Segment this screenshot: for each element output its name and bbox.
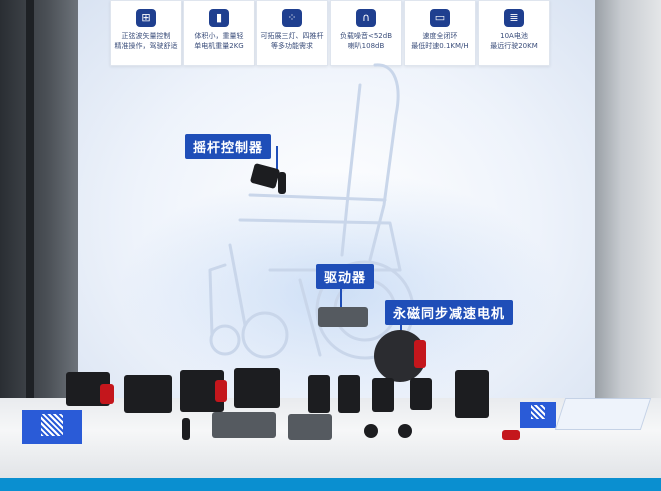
- product-motor-brake: [100, 384, 114, 404]
- gamepad-icon: ⊞: [136, 9, 156, 27]
- callout-line: [276, 146, 278, 176]
- table-edge: [0, 478, 661, 491]
- product-placard: [520, 402, 556, 428]
- feature-card-expand: ⁘ 可拓展三灯、四推杆 等多功能需求: [256, 0, 328, 66]
- driver-unit: [318, 307, 368, 327]
- expand-icon: ⁘: [282, 9, 302, 27]
- product-connector: [398, 424, 412, 438]
- lit-backdrop: ⊞ 正弦波矢量控制 精准操作，驾驶舒适 ▮ 体积小，重量轻 单电机重量2KG ⁘…: [78, 0, 595, 400]
- qr-code-icon: [531, 405, 545, 419]
- feature-card-speed: ▭ 速度全闭环 最低时速0.1KM/H: [404, 0, 476, 66]
- feature-card-battery: ≣ 10A电池 最远行驶20KM: [478, 0, 550, 66]
- product-key: [182, 418, 190, 440]
- feature-text: 正弦波矢量控制 精准操作，驾驶舒适: [114, 32, 178, 50]
- product-joystick: [308, 375, 330, 413]
- battery-icon: ▮: [209, 9, 229, 27]
- brochure: [554, 398, 652, 430]
- booth-pole: [26, 0, 34, 420]
- feature-text: 体积小，重量轻 单电机重量2KG: [194, 32, 244, 50]
- qr-code-icon: [41, 414, 63, 436]
- feature-text: 可拓展三灯、四推杆 等多功能需求: [260, 32, 324, 50]
- feature-text: 10A电池 最远行驶20KM: [490, 32, 538, 50]
- product-joystick-large: [455, 370, 489, 418]
- car-icon: ▭: [430, 9, 450, 27]
- product-joystick: [410, 378, 432, 410]
- product-motor: [124, 375, 172, 413]
- product-joystick: [338, 375, 360, 413]
- callout-motor: 永磁同步减速电机: [385, 300, 514, 325]
- battery-pack-icon: ≣: [504, 9, 524, 27]
- feature-card-noise: ∩ 负载噪音<52dB 喇叭108dB: [330, 0, 402, 66]
- product-placard: [22, 410, 82, 444]
- callout-line: [400, 320, 402, 338]
- product-motor: [234, 368, 280, 408]
- feature-card-weight: ▮ 体积小，重量轻 单电机重量2KG: [183, 0, 255, 66]
- callout-line: [340, 285, 342, 307]
- callout-driver: 驱动器: [316, 264, 375, 289]
- feature-card-control: ⊞ 正弦波矢量控制 精准操作，驾驶舒适: [110, 0, 182, 66]
- joystick-stick: [278, 172, 286, 194]
- headphones-icon: ∩: [356, 9, 376, 27]
- product-connector: [364, 424, 378, 438]
- feature-text: 速度全闭环 最低时速0.1KM/H: [411, 32, 469, 50]
- product-driver-box: [288, 414, 332, 440]
- callout-joystick: 摇杆控制器: [185, 134, 272, 159]
- motor-brake: [414, 340, 426, 368]
- wheelchair-illustration: [208, 63, 415, 360]
- feature-text: 负载噪音<52dB 喇叭108dB: [339, 32, 393, 50]
- product-motor-brake: [215, 380, 227, 402]
- product-cable-plug: [502, 430, 520, 440]
- product-driver-box: [212, 412, 276, 438]
- product-joystick: [372, 378, 394, 412]
